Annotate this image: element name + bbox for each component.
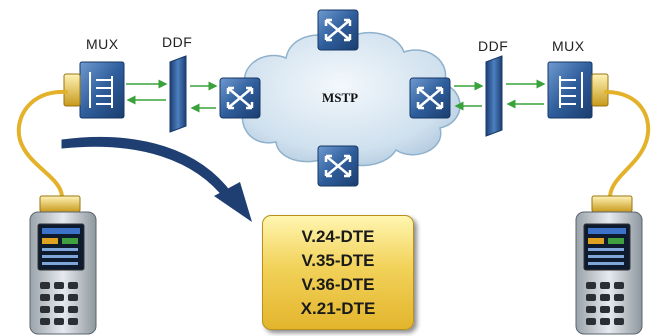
- cable-left: [16, 89, 68, 198]
- ddf-icon: [485, 55, 503, 137]
- ddf-icon: [169, 55, 187, 133]
- mux-right-label: MUX: [552, 38, 585, 54]
- switch-icon: [324, 18, 352, 42]
- mux-icon: [89, 72, 113, 108]
- connector-icon: [63, 73, 81, 107]
- curved-arrow: [61, 137, 252, 222]
- cloud-label: MSTP: [321, 90, 359, 105]
- switch-bottom: [317, 145, 359, 187]
- mux-right: [547, 61, 593, 119]
- mux-left: [79, 61, 125, 119]
- switch-icon: [324, 154, 352, 178]
- handheld-tester-icon: [575, 211, 643, 335]
- ddf-right: [485, 55, 503, 137]
- ddf-left: [169, 55, 187, 133]
- links-left: [126, 79, 218, 113]
- interface-item: V.35-DTE: [301, 250, 375, 270]
- interface-item: V.24-DTE: [301, 226, 375, 246]
- connector-left-mux: [63, 73, 81, 107]
- tester-right: [575, 211, 643, 335]
- interface-list-box: V.24-DTE V.35-DTE V.36-DTE X.21-DTE: [262, 215, 414, 330]
- connector-left-tester: [39, 195, 81, 213]
- connector-icon: [39, 195, 81, 213]
- ddf-right-label: DDF: [478, 38, 509, 54]
- switch-icon: [416, 86, 444, 110]
- connector-icon: [591, 195, 633, 213]
- ddf-left-label: DDF: [162, 34, 193, 50]
- switch-top: [317, 9, 359, 51]
- switch-right: [409, 77, 451, 119]
- mux-left-label: MUX: [86, 36, 119, 52]
- handheld-tester-icon: [29, 211, 97, 335]
- mux-icon: [559, 72, 583, 108]
- connector-icon: [591, 73, 609, 107]
- links-right: [454, 79, 546, 111]
- switch-icon: [226, 86, 254, 110]
- switch-left: [219, 77, 261, 119]
- connector-right-tester: [591, 195, 633, 213]
- tester-left: [29, 211, 97, 335]
- connector-right-mux: [591, 73, 609, 107]
- cable-right: [604, 90, 651, 198]
- interface-item: X.21-DTE: [300, 298, 376, 318]
- interface-item: V.36-DTE: [301, 274, 375, 294]
